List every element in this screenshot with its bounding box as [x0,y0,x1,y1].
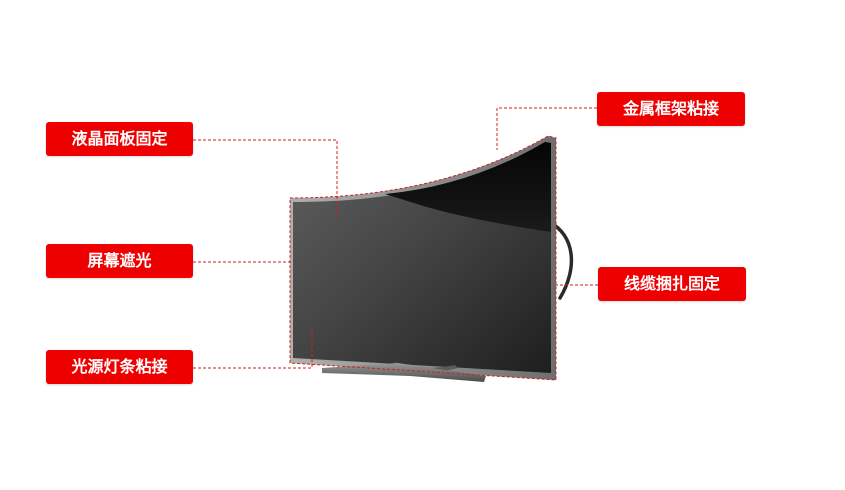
leader-frame [496,107,597,150]
label-lightbar-bonding: 光源灯条粘接 [46,350,193,384]
leader-panel [193,139,338,218]
screen-reflection [385,142,551,232]
label-metal-frame-bonding: 金属框架粘接 [597,92,745,126]
leader-lines [193,107,598,369]
leader-light [193,328,313,369]
label-cable-binding: 线缆捆扎固定 [598,267,746,301]
panel-dashed-outline [289,135,557,381]
label-screen-shading: 屏幕遮光 [46,244,193,278]
label-panel-fixing: 液晶面板固定 [46,122,193,156]
